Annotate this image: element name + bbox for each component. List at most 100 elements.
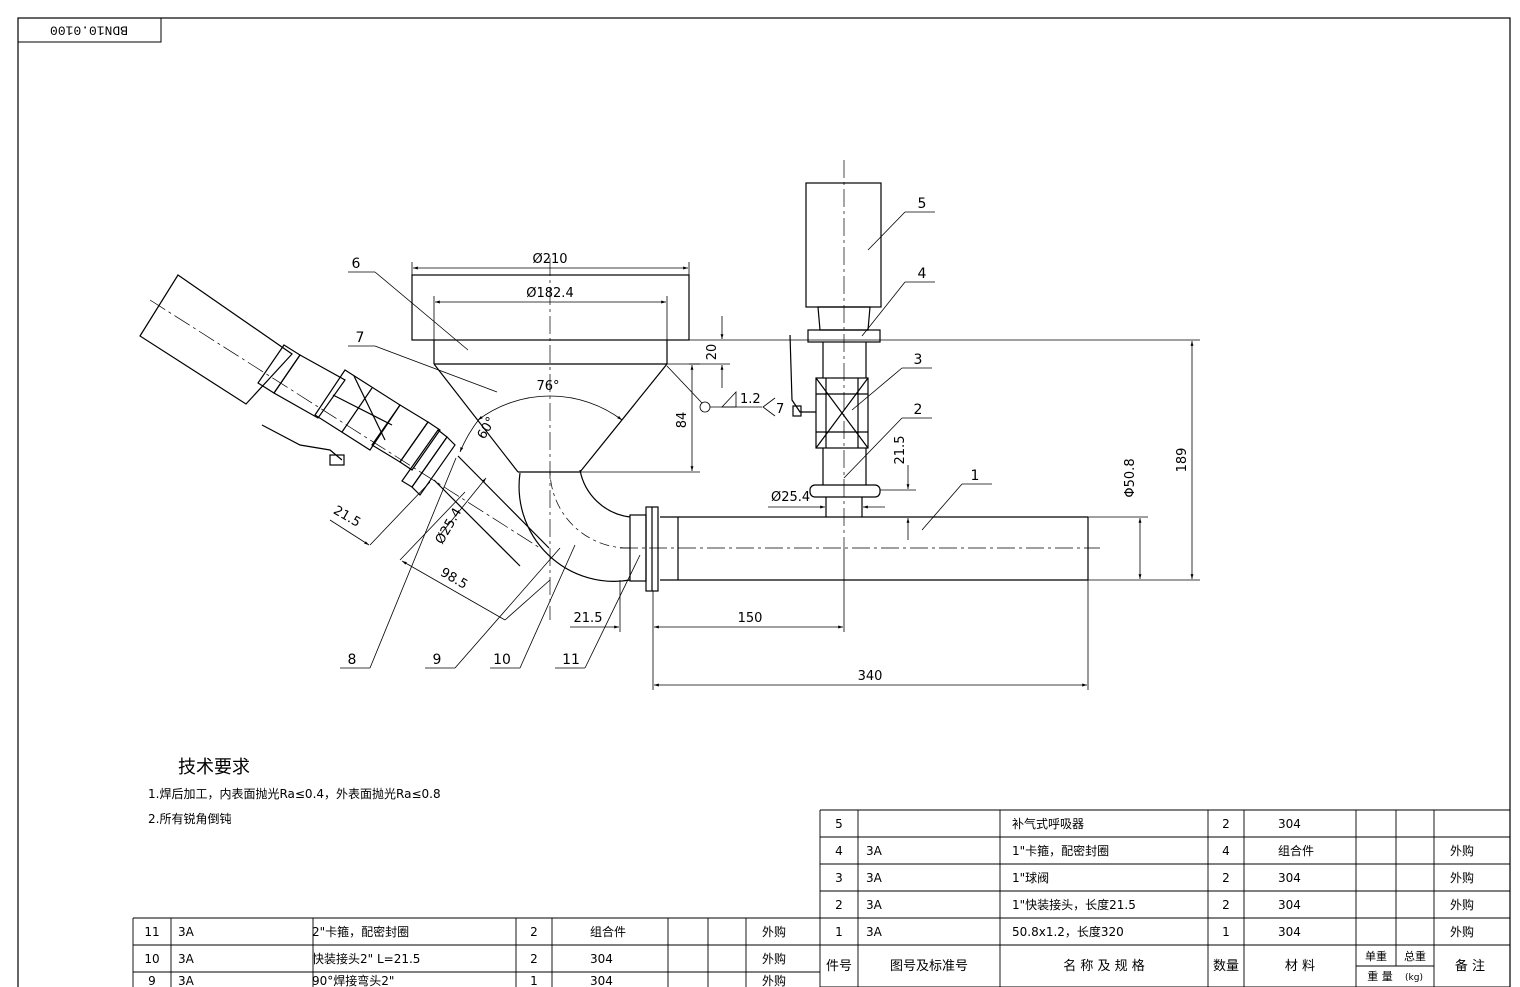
balloon-8: 8 xyxy=(348,652,357,668)
balloon-1: 1 xyxy=(971,468,980,484)
table-row: 11 3A 2"卡箍，配密封圈 2 组合件 外购 xyxy=(144,924,786,939)
header-name-spec: 名 称 及 规 格 xyxy=(1063,958,1145,974)
dim-210: Ø210 xyxy=(532,252,567,267)
table-row: 1 3A 50.8x1.2，长度320 1 304 外购 xyxy=(835,924,1474,939)
svg-text:外购: 外购 xyxy=(1450,843,1474,858)
dim-84: 84 xyxy=(675,412,690,429)
svg-text:外购: 外购 xyxy=(762,973,786,987)
drawing-frame xyxy=(17,17,1511,987)
balloon-6: 6 xyxy=(352,256,361,272)
balloon-2: 2 xyxy=(914,402,923,418)
valve-assembly xyxy=(789,160,882,548)
table-row: 5 补气式呼吸器 2 304 xyxy=(835,816,1301,831)
svg-text:2: 2 xyxy=(1222,817,1230,831)
elbow xyxy=(518,469,631,582)
header-weight-unit: (kg) xyxy=(1405,973,1423,983)
drawing-number: BDN10.0100 xyxy=(50,23,128,38)
pipe-clamp-flange xyxy=(629,506,659,592)
dim-20: 20 xyxy=(705,344,720,361)
bom-table-right xyxy=(819,809,1510,987)
table-row: 9 3A 90°焊接弯头2" 1 304 外购 xyxy=(148,973,786,987)
dim-340: 340 xyxy=(858,669,883,684)
part-balloons: 1 2 3 4 5 6 7 8 9 10 11 xyxy=(348,196,980,668)
svg-text:5: 5 xyxy=(835,817,843,831)
svg-text:3A: 3A xyxy=(178,952,195,966)
dim-189: 189 xyxy=(1175,448,1190,473)
svg-text:304: 304 xyxy=(590,952,613,966)
leader-lines xyxy=(340,211,992,669)
svg-text:90°焊接弯头2": 90°焊接弯头2" xyxy=(312,973,394,987)
svg-text:组合件: 组合件 xyxy=(1278,843,1314,858)
dim-182-4: Ø182.4 xyxy=(526,286,573,301)
table-row: 4 3A 1"卡箍，配密封圈 4 组合件 外购 xyxy=(835,843,1474,858)
svg-text:4: 4 xyxy=(835,844,843,858)
header-part-no: 件号 xyxy=(826,959,852,974)
dim-25-4-left: Ø25.4 xyxy=(433,506,466,547)
dim-25-4-top: Ø25.4 xyxy=(771,490,810,505)
dim-21-5-bottom: 21.5 xyxy=(574,611,603,626)
weld-size: 1.2 xyxy=(740,392,761,407)
table-row: 2 3A 1"快装接头，长度21.5 2 304 外购 xyxy=(835,897,1474,912)
header-qty: 数量 xyxy=(1213,959,1239,974)
svg-text:50.8x1.2，长度320: 50.8x1.2，长度320 xyxy=(1012,924,1124,939)
balloon-7: 7 xyxy=(356,330,365,346)
svg-text:3A: 3A xyxy=(178,974,195,987)
svg-text:组合件: 组合件 xyxy=(590,924,626,939)
dim-21-5-valve: 21.5 xyxy=(893,436,908,465)
dimension-labels: Ø210 Ø182.4 20 84 189 Φ50.8 Ø25.4 21.5 1… xyxy=(330,252,1190,684)
header-unit-weight: 单重 xyxy=(1365,949,1387,963)
header-total-weight: 总重 xyxy=(1404,949,1426,963)
dim-21-5-left: 21.5 xyxy=(330,503,363,530)
tech-req-title: 技术要求 xyxy=(178,757,250,778)
dim-150: 150 xyxy=(738,611,763,626)
svg-text:2: 2 xyxy=(1222,871,1230,885)
svg-text:外购: 外购 xyxy=(1450,924,1474,939)
svg-text:2: 2 xyxy=(835,898,843,912)
svg-text:外购: 外购 xyxy=(762,951,786,966)
bom-right-rows: 5 补气式呼吸器 2 304 4 3A 1"卡箍，配密封圈 4 组合件 外购 3… xyxy=(826,816,1485,983)
bom-left-rows: 11 3A 2"卡箍，配密封圈 2 组合件 外购 10 3A 快装接头2" L=… xyxy=(144,924,786,987)
svg-text:1"球阀: 1"球阀 xyxy=(1012,871,1049,885)
svg-text:外购: 外购 xyxy=(1450,897,1474,912)
svg-text:1: 1 xyxy=(530,974,538,987)
svg-text:11: 11 xyxy=(144,925,159,939)
header-drawing-std: 图号及标准号 xyxy=(890,959,968,974)
balloon-3: 3 xyxy=(914,352,923,368)
table-row: 10 3A 快装接头2" L=21.5 2 304 外购 xyxy=(144,951,786,966)
svg-text:1: 1 xyxy=(835,925,843,939)
dim-50-8: Φ50.8 xyxy=(1123,458,1138,497)
bom-header: 件号 图号及标准号 名 称 及 规 格 数量 材 料 单重 总重 重 量 (kg… xyxy=(826,949,1485,983)
hopper xyxy=(411,258,690,620)
svg-text:3A: 3A xyxy=(866,871,883,885)
balloon-9: 9 xyxy=(433,652,442,668)
balloon-11: 11 xyxy=(562,652,580,668)
svg-text:1"快装接头，长度21.5: 1"快装接头，长度21.5 xyxy=(1012,897,1136,912)
weld-count: 7 xyxy=(776,402,784,417)
svg-text:外购: 外购 xyxy=(1450,870,1474,885)
angled-branch xyxy=(139,274,550,567)
balloon-5: 5 xyxy=(918,196,927,212)
svg-text:4: 4 xyxy=(1222,844,1230,858)
balloon-10: 10 xyxy=(493,652,511,668)
technical-requirements: 技术要求 1.焊后加工，内表面抛光Ra≤0.4，外表面抛光Ra≤0.8 2.所有… xyxy=(148,757,441,826)
dim-98-5: 98.5 xyxy=(437,565,470,592)
svg-text:外购: 外购 xyxy=(762,924,786,939)
svg-text:304: 304 xyxy=(590,974,613,987)
svg-text:补气式呼吸器: 补气式呼吸器 xyxy=(1012,816,1084,831)
angle-76: 76° xyxy=(536,379,559,394)
svg-text:3A: 3A xyxy=(866,925,883,939)
tech-req-item-1: 1.焊后加工，内表面抛光Ra≤0.4，外表面抛光Ra≤0.8 xyxy=(148,786,441,801)
balloon-4: 4 xyxy=(918,266,927,282)
svg-text:3: 3 xyxy=(835,871,843,885)
svg-text:304: 304 xyxy=(1278,925,1301,939)
bom-table-left xyxy=(132,917,820,987)
header-remark: 备 注 xyxy=(1455,958,1485,974)
svg-text:3A: 3A xyxy=(866,898,883,912)
main-pipe xyxy=(620,516,1100,581)
svg-text:304: 304 xyxy=(1278,871,1301,885)
header-material: 材 料 xyxy=(1285,959,1315,974)
svg-text:2: 2 xyxy=(1222,898,1230,912)
dimension-lines xyxy=(329,262,1200,690)
table-row: 3 3A 1"球阀 2 304 外购 xyxy=(835,870,1474,885)
